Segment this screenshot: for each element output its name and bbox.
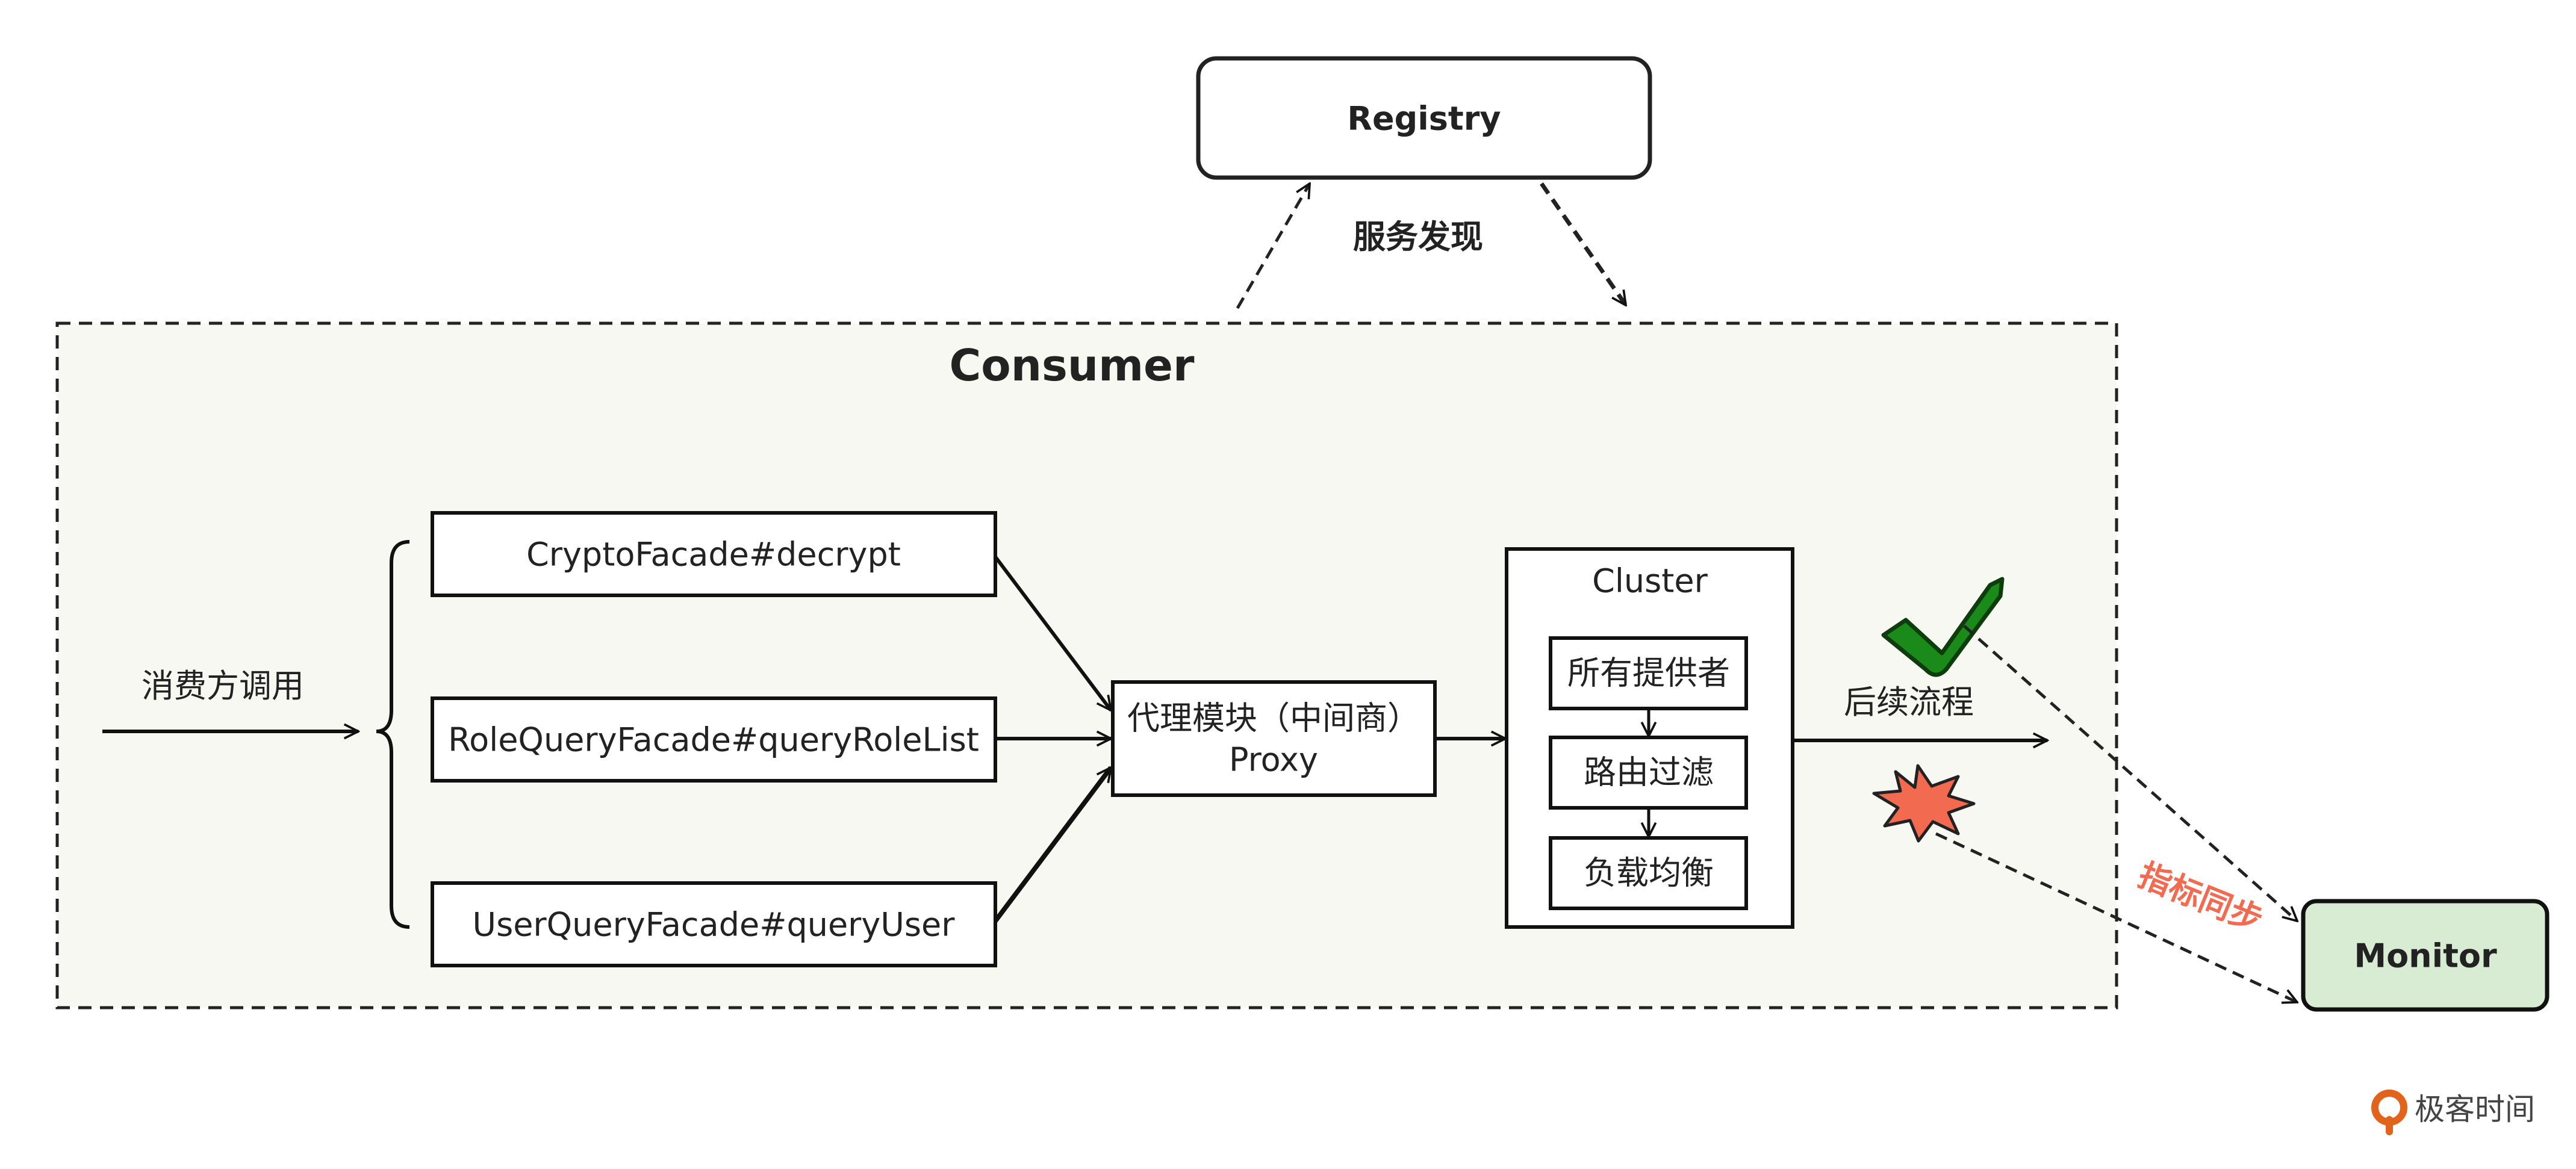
cluster-step-load-balance <box>1549 836 1748 910</box>
arrow-crypto-to-proxy <box>994 556 1111 710</box>
facade-crypto: CryptoFacade#decrypt <box>431 511 997 597</box>
proxy-label-line2: Proxy <box>1229 741 1318 779</box>
proxy-label-line1: 代理模块（中间商） <box>1127 699 1420 737</box>
brand-watermark: 极客时间 <box>2371 1090 2535 1135</box>
monitor-label: Monitor <box>2354 937 2497 975</box>
facade-user-query: UserQueryFacade#queryUser <box>431 881 997 967</box>
facade-user-query-label: UserQueryFacade#queryUser <box>473 906 956 944</box>
facade-role-query: RoleQueryFacade#queryRoleList <box>431 696 997 783</box>
check-icon <box>1881 577 2005 677</box>
registry-box <box>1196 56 1652 180</box>
burst-icon <box>1872 764 1976 843</box>
discovery-label: 服务发现 <box>1353 218 1483 256</box>
cluster-box: Cluster 所有提供者 路由过滤 负载均衡 <box>1505 547 1794 929</box>
facade-crypto-label: CryptoFacade#decrypt <box>526 536 901 574</box>
caller-label: 消费方调用 <box>142 667 304 705</box>
facade-role-query-label: RoleQueryFacade#queryRoleList <box>448 721 979 759</box>
registry-label: Registry <box>1347 100 1501 138</box>
discovery-arrow-down <box>1540 182 1628 305</box>
cluster-step-route-filter-label: 路由过滤 <box>1584 754 1714 792</box>
metric-arrow-success <box>1963 625 2297 921</box>
consumer-container <box>55 321 2118 1009</box>
cluster-step-providers-label: 所有提供者 <box>1567 654 1730 692</box>
metric-sync-label: 指标同步 <box>2133 856 2268 940</box>
next-step-label: 后续流程 <box>1844 683 1974 721</box>
brand-label: 极客时间 <box>2415 1092 2535 1127</box>
cluster-label: Cluster <box>1592 562 1708 600</box>
discovery-arrow-up <box>1236 184 1311 309</box>
metric-arrow-failure <box>1935 832 2297 1002</box>
consumer-title: Consumer <box>949 340 1195 391</box>
cluster-step-load-balance-label: 负载均衡 <box>1584 854 1714 892</box>
facade-brace <box>376 540 410 929</box>
proxy-box: 代理模块（中间商） Proxy <box>1111 680 1437 797</box>
monitor-box <box>2301 899 2550 1012</box>
arrow-user-to-proxy <box>993 767 1113 923</box>
